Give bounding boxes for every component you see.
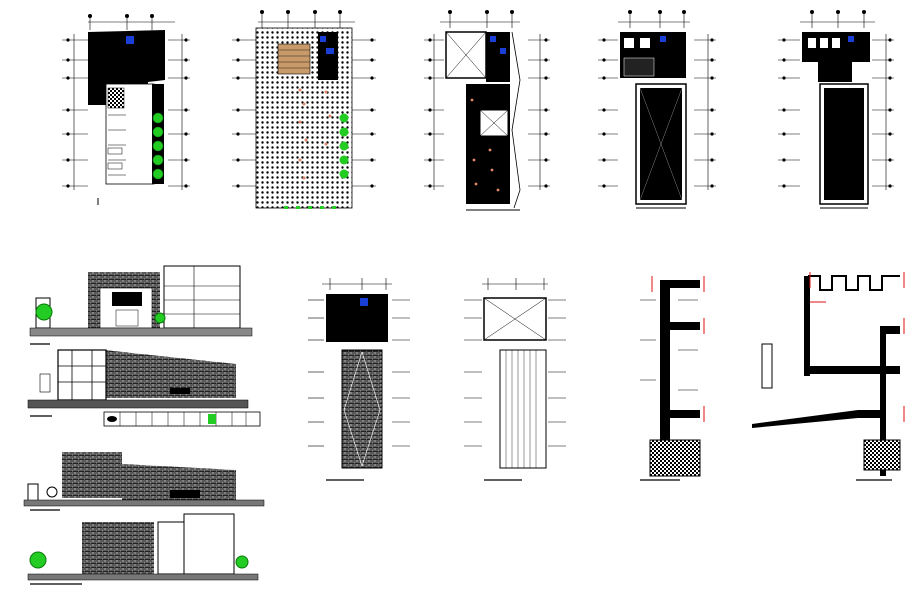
floor-plan-third	[778, 10, 894, 209]
floor-plan-ground	[62, 14, 190, 205]
longitudinal-section	[27, 349, 249, 417]
material-legend	[103, 411, 261, 427]
floor-plan-site	[232, 10, 376, 209]
side-elevation	[23, 452, 265, 511]
roof-plan-light	[464, 278, 566, 481]
wall-section-detail	[640, 276, 705, 481]
floor-plan-second	[598, 10, 716, 209]
street-elevation	[29, 265, 253, 345]
ramp-section-detail	[752, 272, 905, 481]
rear-elevation	[27, 513, 259, 585]
floor-plan-first	[424, 10, 550, 211]
roof-plan-dark	[308, 278, 410, 481]
